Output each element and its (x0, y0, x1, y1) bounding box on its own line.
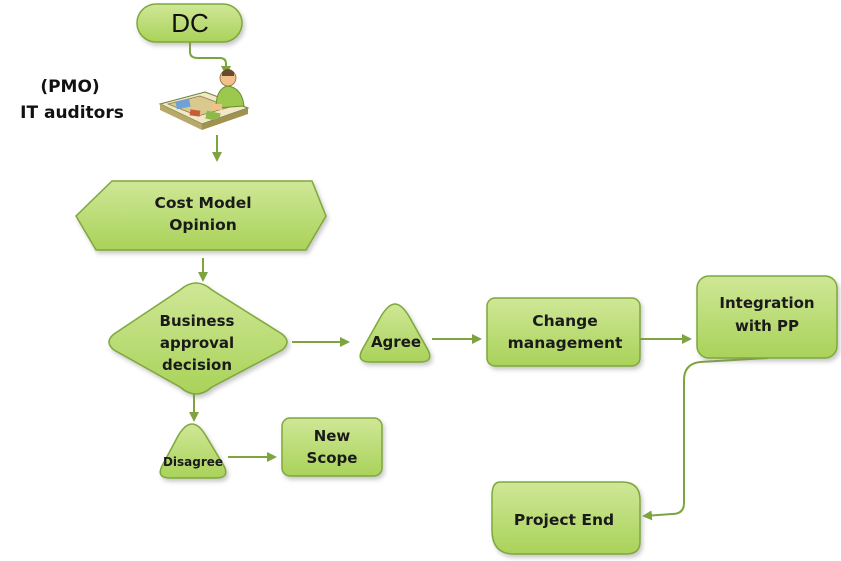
new-scope-node (281, 417, 383, 477)
agree-label: Agree (371, 333, 421, 351)
change-management-node (486, 297, 641, 367)
decision-line1: Business (160, 312, 235, 330)
agree-node (359, 303, 431, 363)
connectors (189, 40, 769, 521)
disagree-node (159, 423, 227, 479)
arrow-integration-to-project-end (642, 357, 769, 521)
start-node (136, 3, 243, 43)
actor-label-line1: (PMO) (40, 77, 99, 97)
integration-node (696, 275, 838, 359)
actor-label-line2: IT auditors (20, 103, 124, 123)
cost-model-line2: Opinion (169, 216, 237, 234)
change-management-line1: Change (532, 312, 598, 330)
arrow-dc-to-actor (189, 40, 231, 76)
cost-model-line1: Cost Model (154, 194, 251, 212)
integration-line1: Integration (719, 294, 814, 312)
start-node-label: DC (171, 8, 209, 38)
new-scope-line2: Scope (307, 449, 358, 467)
cost-model-node (75, 180, 327, 251)
project-end-label: Project End (514, 511, 614, 529)
person-at-desk-icon (158, 69, 250, 130)
disagree-label: Disagree (163, 455, 223, 469)
decision-line2: approval (160, 334, 234, 352)
change-management-line2: management (508, 334, 623, 352)
project-end-node (491, 481, 641, 555)
new-scope-line1: New (314, 427, 351, 445)
decision-line3: decision (162, 356, 232, 374)
decision-node (108, 282, 288, 395)
integration-line2: with PP (735, 317, 799, 335)
